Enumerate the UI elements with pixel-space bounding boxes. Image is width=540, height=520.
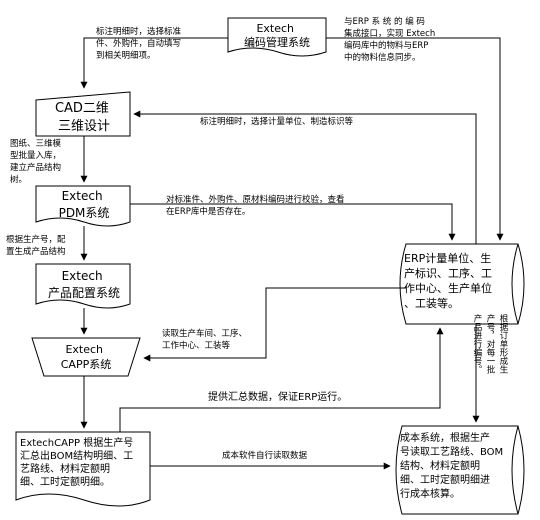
pdm-system-label: Extech PDM系统: [59, 189, 110, 220]
annotation-line: 置生成产品结构: [6, 247, 66, 257]
edge-encoding-to-cad: [80, 37, 228, 89]
annotation-line: 提供汇总数据，保证ERP运行。: [208, 392, 348, 403]
annotation-line: 标注明细时，选择计量单位、制造标识等: [200, 117, 354, 127]
edge-encoding-to-erp: [326, 37, 504, 241]
annotation-config-by-no: 根据生产号，配 置生成产品结构: [6, 234, 66, 258]
pdm-system-shape: [35, 185, 131, 227]
annotation-encoding-sync: 与ERP 系 统 的 编 码 集成接口，实现 Extech 编码库中的物料与ER…: [344, 16, 435, 64]
cad-design-shape: [35, 91, 131, 137]
annotation-line: 图纸、三维模: [10, 139, 62, 149]
annotation-line: 对标准件、外购件、原材料编码进行校验，查看: [166, 195, 345, 205]
edge-erp-to-capp: [143, 287, 406, 362]
encoding-system-label: Extech 编码管理系统: [244, 22, 310, 49]
annotation-line: 成本软件自行读取数据: [222, 451, 308, 461]
annotation-cost-read: 成本软件自行读取数据: [222, 450, 307, 462]
bom-summary-shape: [15, 431, 151, 507]
capp-system-label: Extech CAPP系统: [61, 343, 111, 371]
edge-bom-to-erp: [119, 327, 444, 432]
annotation-fill-detail: 标注明细时，选择标准 件、外购件，自动填写 到相关明细项。: [96, 26, 181, 62]
capp-system-shape: [31, 337, 141, 377]
annotation-line: 中的物料信息同步。: [344, 53, 421, 63]
annotation-line: 工作中心、工装等: [162, 341, 231, 351]
annotation-line: 与ERP 系 统 的 编 码: [344, 17, 425, 27]
erp-system-label: ERP计量单位、生 产标识、工序、工 作中心、生产单位 、工装等。: [404, 251, 496, 310]
annotation-order-product: 根据订单形成生 产号，对每一批 产品进行编号。: [470, 314, 509, 374]
cad-design-label: CAD二维 三维设计: [55, 101, 113, 134]
annotation-line: 标注明细时，选择标准: [96, 27, 182, 37]
annotation-line: 在ERP库中是否存在。: [166, 207, 251, 217]
edge-pdm-to-erp: [130, 203, 456, 241]
annotation-line: 到相关明细项。: [96, 51, 156, 61]
annotation-select-unit: 标注明细时，选择计量单位、制造标识等: [200, 116, 353, 128]
annotation-line: 件、外购件，自动填写: [96, 39, 182, 49]
edge-erp-to-cad: [133, 110, 477, 244]
annotation-line: 建立产品结构: [10, 163, 62, 173]
annotation-line: 编码库中的物料与ERP: [344, 41, 429, 51]
annotation-line: 产号，对每一批: [485, 314, 495, 374]
config-system-label: Extech 产品配置系统: [48, 269, 120, 300]
annotation-line: 树。: [10, 175, 28, 185]
annotation-line: 根据订单形成生: [498, 314, 508, 374]
cost-system-label: 成本系统，根据生产 号读取工艺路线、BOM 结构、材料定额明 细、工时定额明细进…: [400, 431, 506, 500]
annotation-line: 读取生产车间、工序、: [162, 329, 248, 339]
annotation-line: 集成接口，实现 Extech: [344, 29, 436, 39]
encoding-system-shape: [227, 17, 327, 57]
annotation-line: 产品进行编号。: [472, 314, 482, 374]
annotation-summary-data: 提供汇总数据，保证ERP运行。: [208, 392, 347, 404]
annotation-read-workshop: 读取生产车间、工序、 工作中心、工装等: [162, 328, 247, 352]
bom-summary-label: ExtechCAPP 根据生产号 汇总出BOM结构明细、工 艺路线、材料定额明 …: [20, 436, 136, 488]
annotation-verify-code: 对标准件、外购件、原材料编码进行校验，查看 在ERP库中是否存在。: [166, 194, 345, 218]
config-system-shape: [35, 263, 131, 309]
annotation-model-import: 图纸、三维模 型批量入库， 建立产品结构 树。: [10, 138, 61, 186]
annotation-line: 根据生产号，配: [6, 235, 66, 245]
annotation-line: 型批量入库，: [10, 151, 62, 161]
